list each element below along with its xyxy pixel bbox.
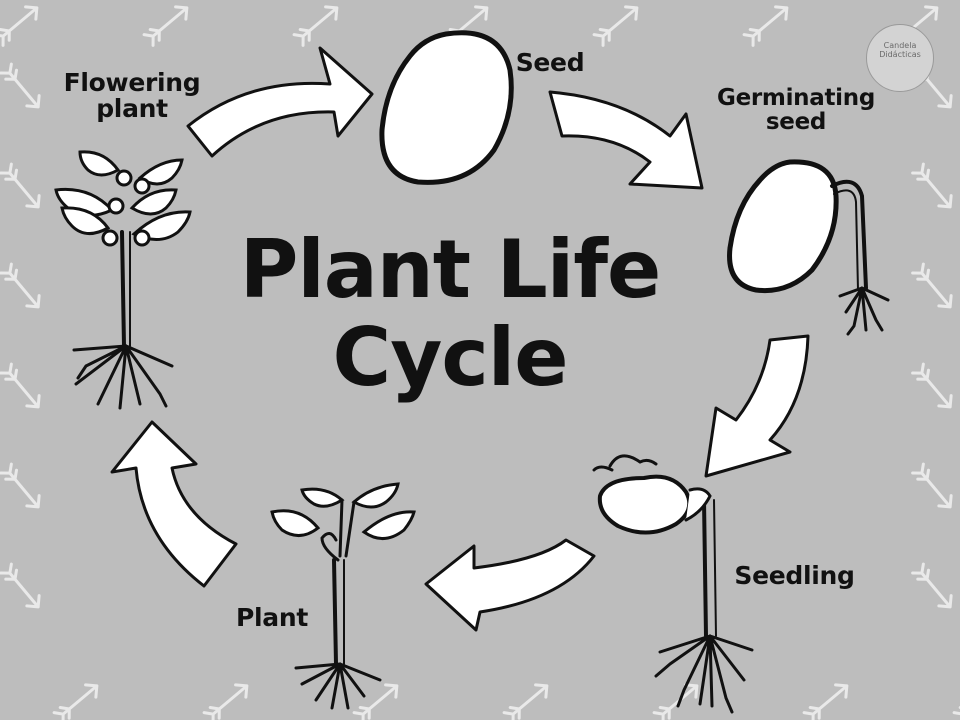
cycle-arrow-plant-to-flowering [110, 420, 238, 588]
pattern-arrow [352, 683, 399, 720]
cycle-arrow-seedling-to-plant [424, 538, 596, 632]
seedling-illustration [592, 454, 754, 714]
pattern-arrow [0, 62, 41, 109]
seed-illustration [379, 30, 514, 185]
brand-logo: Candela Didácticas [866, 24, 934, 92]
pattern-arrow [911, 362, 953, 409]
pattern-arrow [0, 262, 41, 309]
pattern-arrow [911, 462, 953, 509]
pattern-arrow [0, 362, 41, 409]
diagram-title: Plant Life Cycle [200, 226, 700, 402]
pattern-arrow [952, 683, 960, 720]
flowering-plant-illustration [54, 150, 192, 410]
stage-label-germinating-seed: Germinating seed [717, 85, 875, 136]
cycle-arrow-germinating-to-seedling [704, 334, 810, 478]
pattern-arrow [0, 462, 41, 509]
pattern-arrow [52, 683, 99, 720]
plant-illustration [270, 482, 416, 710]
pattern-arrow [0, 162, 41, 209]
cycle-arrow-flowering-to-seed [186, 46, 374, 158]
pattern-arrow [292, 5, 339, 47]
pattern-arrow [802, 683, 849, 720]
title-line-1: Plant Life [239, 223, 662, 316]
pattern-arrow [911, 562, 953, 609]
stage-label-seed: Seed [515, 48, 585, 77]
cycle-arrow-seed-to-germinating [548, 90, 704, 190]
stage-label-flowering-plant: Flowering plant [63, 68, 201, 124]
pattern-arrow [742, 5, 789, 47]
pattern-arrow [911, 162, 953, 209]
pattern-arrow [142, 5, 189, 47]
logo-text: Candela Didácticas [879, 41, 921, 59]
pattern-arrow [592, 5, 639, 47]
stage-label-seedling: Seedling [734, 561, 855, 590]
pattern-arrow [502, 683, 549, 720]
pattern-arrow [202, 683, 249, 720]
pattern-arrow [911, 262, 953, 309]
pattern-arrow [0, 5, 39, 47]
title-line-2: Cycle [332, 311, 569, 404]
stage-label-plant: Plant [235, 603, 308, 632]
germinating-seed-illustration [727, 159, 890, 336]
pattern-arrow [0, 562, 41, 609]
